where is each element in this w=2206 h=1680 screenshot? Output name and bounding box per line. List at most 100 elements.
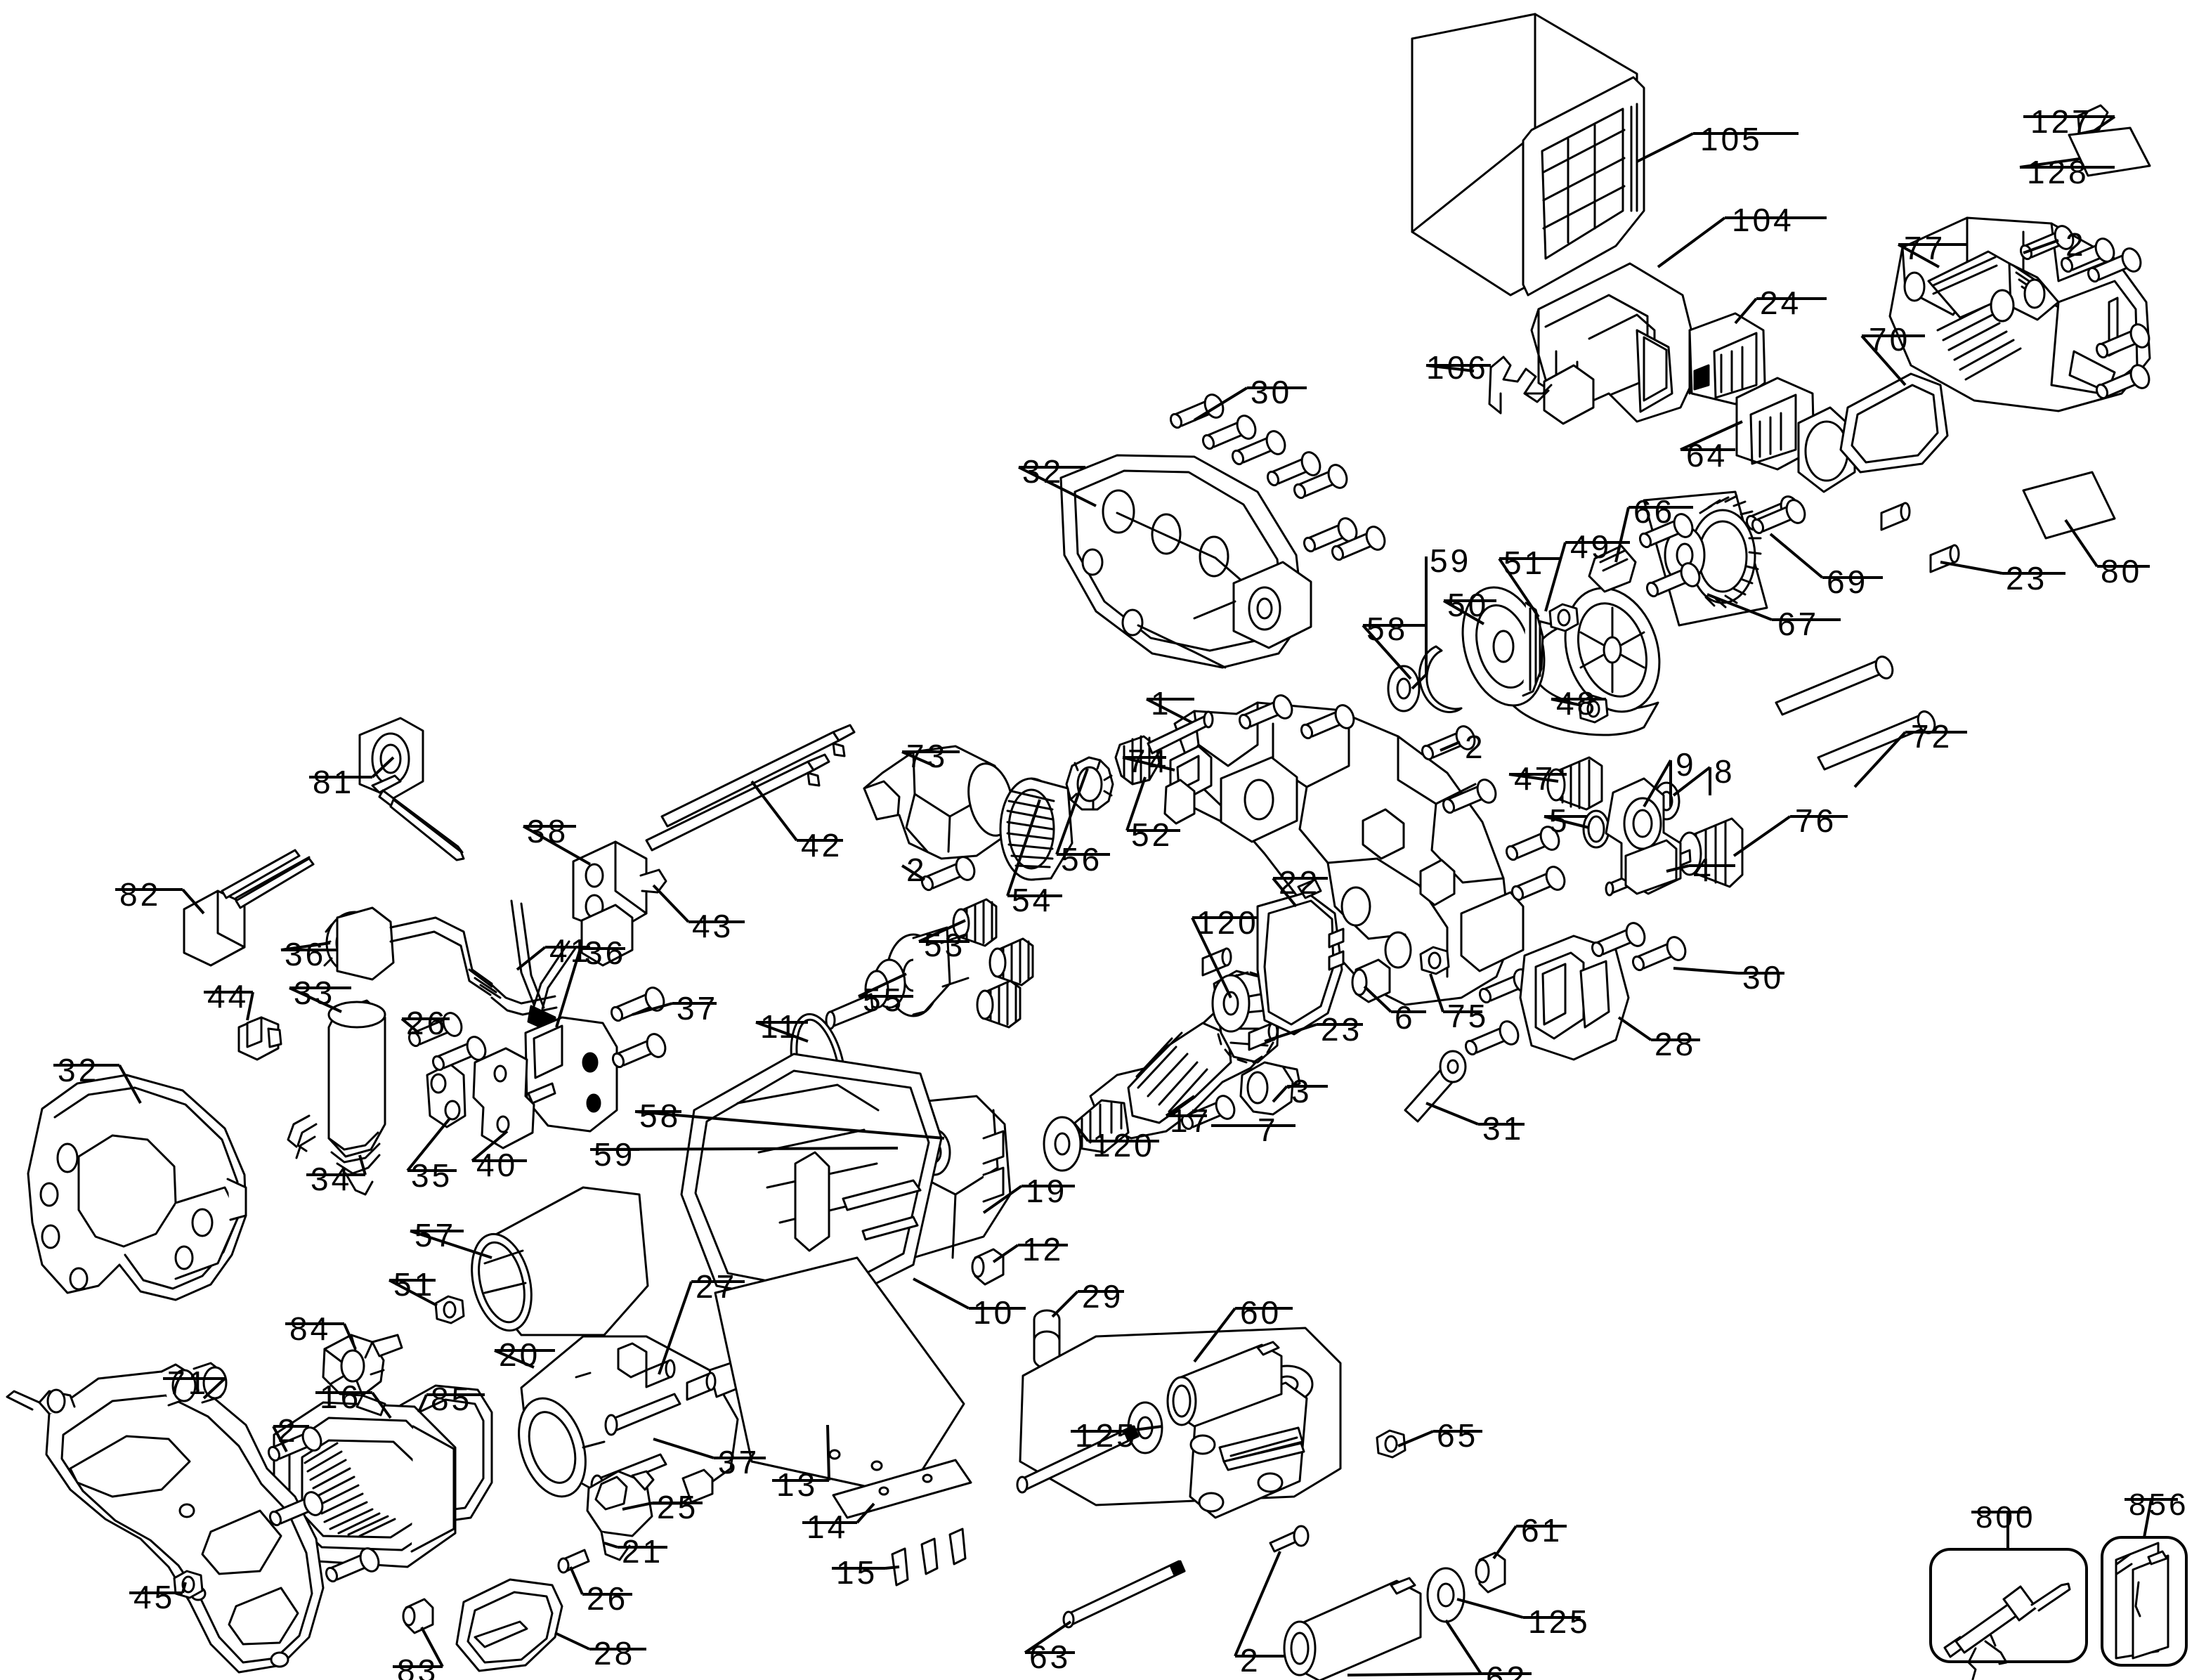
part-callout-4: 4 bbox=[1693, 852, 1714, 888]
part-callout-105: 105 bbox=[1700, 121, 1763, 157]
part-callout-63: 63 bbox=[1029, 1639, 1071, 1675]
part-120-washer bbox=[1211, 974, 1251, 1033]
part-callout-70: 70 bbox=[1869, 321, 1911, 358]
part-callout-54: 54 bbox=[1012, 882, 1054, 918]
part-81-brush-holder bbox=[358, 717, 465, 861]
part-64-module bbox=[1735, 377, 1856, 493]
part-80-label bbox=[2022, 471, 2116, 540]
part-callout-7: 7 bbox=[1258, 1112, 1279, 1148]
part-callout-28: 28 bbox=[594, 1635, 636, 1672]
part-callout-52: 52 bbox=[1131, 816, 1173, 853]
part-callout-23: 23 bbox=[1321, 1011, 1363, 1048]
legend-box-856 bbox=[2101, 1536, 2188, 1667]
part-callout-81: 81 bbox=[313, 764, 355, 800]
part-62-roller-bottom bbox=[1283, 1577, 1422, 1680]
part-callout-76: 76 bbox=[1795, 802, 1837, 839]
legend-box-800 bbox=[1929, 1548, 2088, 1680]
part-70-loop bbox=[1839, 372, 1949, 474]
leader-lines bbox=[53, 115, 2178, 1676]
part-callout-66: 66 bbox=[1633, 493, 1676, 530]
part-77-housing bbox=[1888, 216, 2151, 412]
part-callout-53: 53 bbox=[924, 927, 966, 963]
part-callout-67: 67 bbox=[1777, 606, 1820, 642]
part-callout-55: 55 bbox=[863, 982, 905, 1018]
part-6-bushing bbox=[1351, 958, 1391, 1003]
part-15-screws bbox=[891, 1528, 967, 1587]
part-12-bushing bbox=[971, 1248, 1005, 1286]
part-1-gear-housing bbox=[1173, 701, 1525, 1006]
part-125-washer-bottom bbox=[1426, 1567, 1466, 1623]
part-callout-80: 80 bbox=[2101, 553, 2143, 590]
part-callout-56: 56 bbox=[1061, 841, 1103, 878]
part-14-strip bbox=[832, 1459, 972, 1519]
part-callout-28: 28 bbox=[1654, 1026, 1697, 1062]
part-66-pulley bbox=[1564, 545, 1661, 713]
part-10-base bbox=[680, 1053, 943, 1308]
part-callout-44: 44 bbox=[207, 978, 249, 1015]
part-28-cover-bottom bbox=[455, 1578, 563, 1672]
part-callout-17: 17 bbox=[1170, 1102, 1212, 1139]
part-35-link bbox=[426, 1062, 466, 1128]
part-callout-127: 127 bbox=[2030, 103, 2093, 140]
part-callout-125: 125 bbox=[1075, 1417, 1137, 1454]
part-callout-57: 57 bbox=[415, 1217, 457, 1254]
part-callout-41: 41 bbox=[549, 932, 592, 969]
part-37-bolts-left bbox=[608, 984, 670, 1070]
part-callout-3: 3 bbox=[1291, 1073, 1312, 1109]
part-63-rod-top bbox=[1016, 1425, 1140, 1494]
part-callout-15: 15 bbox=[836, 1554, 878, 1591]
part-callout-16: 16 bbox=[320, 1379, 362, 1415]
part-callout-59: 59 bbox=[594, 1136, 636, 1173]
part-callout-43: 43 bbox=[692, 908, 734, 944]
part-callout-30: 30 bbox=[1251, 374, 1293, 410]
part-51-nut bbox=[1548, 603, 1579, 632]
part-callout-51: 51 bbox=[1503, 545, 1546, 581]
part-callout-26: 26 bbox=[406, 1005, 448, 1041]
part-32-top-cover bbox=[1059, 454, 1312, 669]
part-callout-21: 21 bbox=[622, 1533, 664, 1570]
part-31-bolt bbox=[1404, 1050, 1467, 1123]
part-callout-2: 2 bbox=[2065, 226, 2087, 263]
part-callout-74: 74 bbox=[1128, 743, 1170, 779]
part-callout-64: 64 bbox=[1686, 437, 1728, 474]
part-callout-59: 59 bbox=[1430, 542, 1472, 579]
part-128-plate bbox=[2068, 126, 2151, 177]
part-4-arm bbox=[1605, 777, 1682, 895]
part-25-switch bbox=[586, 1470, 655, 1561]
part-67-fan bbox=[1637, 490, 1804, 627]
part-callout-48: 48 bbox=[1556, 685, 1598, 722]
part-36-switch-left bbox=[320, 906, 558, 1016]
part-74-bracket bbox=[1163, 745, 1213, 825]
part-16-heatsink bbox=[273, 1401, 457, 1568]
part-callout-1: 1 bbox=[1151, 685, 1172, 722]
part-callout-45: 45 bbox=[133, 1579, 176, 1615]
part-callout-62: 62 bbox=[1486, 1660, 1528, 1680]
part-callout-12: 12 bbox=[1022, 1231, 1064, 1268]
part-callout-106: 106 bbox=[1426, 349, 1489, 386]
part-23-pin-right2 bbox=[1880, 502, 1911, 531]
part-73-duct bbox=[863, 745, 1014, 860]
part-callout-42: 42 bbox=[801, 827, 843, 864]
part-61-bushing bbox=[1475, 1551, 1506, 1594]
part-callout-50: 50 bbox=[1447, 587, 1489, 623]
part-28-endcap-right bbox=[1519, 935, 1630, 1061]
part-callout-85: 85 bbox=[431, 1381, 473, 1417]
part-callout-104: 104 bbox=[1732, 202, 1794, 238]
part-callout-36: 36 bbox=[285, 936, 327, 972]
part-callout-77: 77 bbox=[1904, 230, 1946, 266]
part-22-baffle bbox=[1256, 878, 1345, 1036]
part-callout-65: 65 bbox=[1437, 1417, 1479, 1454]
part-56-washer-plate bbox=[1065, 756, 1114, 811]
part-44-terminal bbox=[237, 1016, 282, 1061]
part-callout-2: 2 bbox=[1240, 1642, 1261, 1679]
legend-number-856: 856 bbox=[2129, 1487, 2189, 1522]
part-callout-29: 29 bbox=[1082, 1278, 1124, 1315]
part-callout-58: 58 bbox=[1366, 611, 1409, 647]
part-63-rod-bottom bbox=[1062, 1560, 1186, 1629]
part-callout-19: 19 bbox=[1026, 1173, 1068, 1209]
part-callout-5: 5 bbox=[1549, 802, 1570, 839]
part-callout-47: 47 bbox=[1514, 760, 1556, 797]
part-51-nut-mid bbox=[434, 1295, 465, 1324]
part-106-clip bbox=[1488, 356, 1553, 415]
